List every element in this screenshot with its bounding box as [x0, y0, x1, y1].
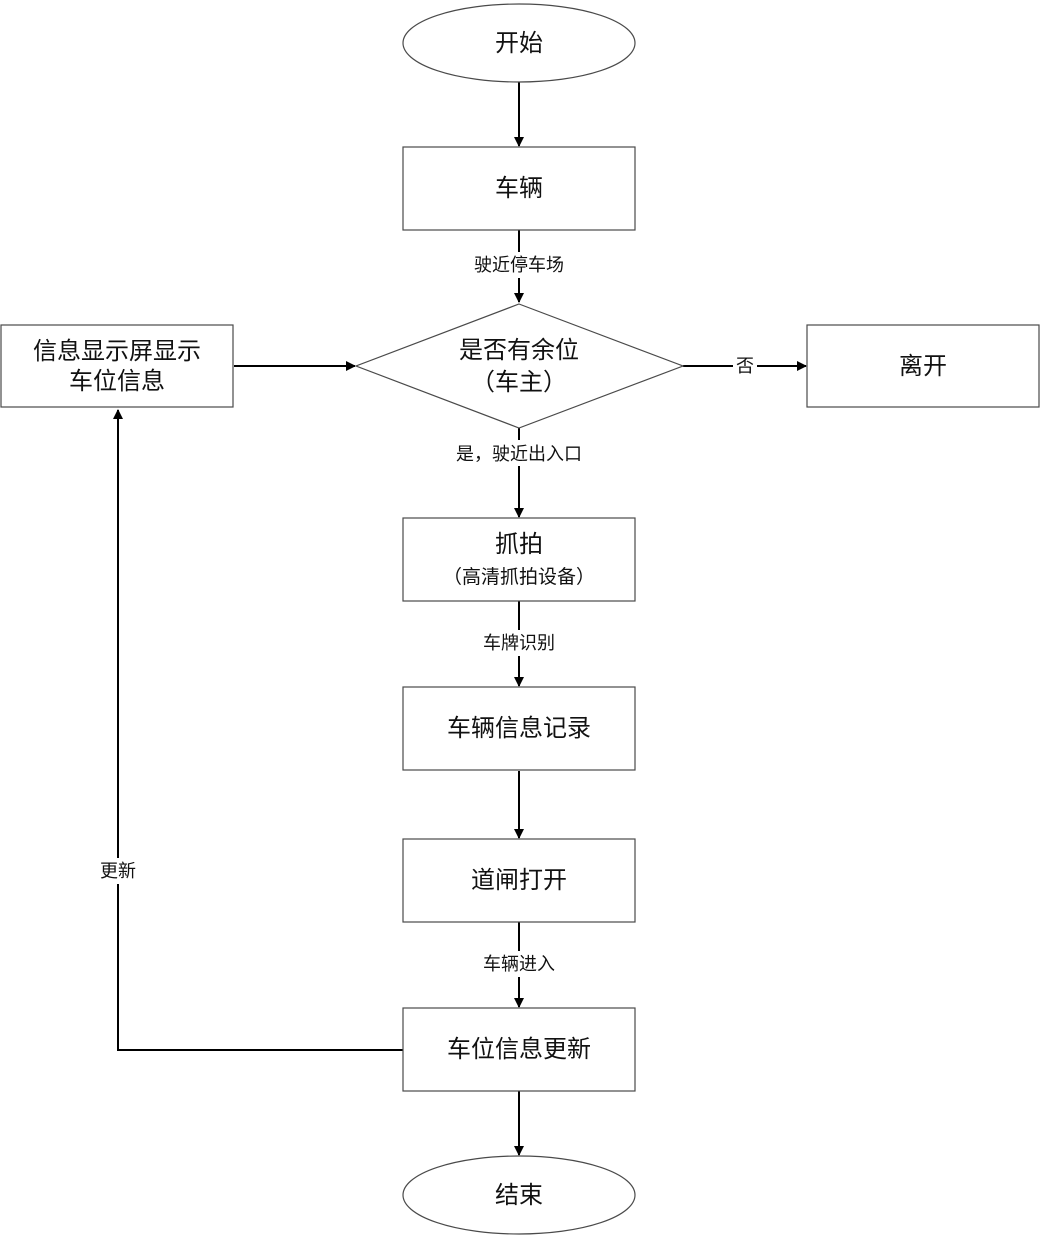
- leave-node: [806, 324, 1040, 408]
- gate-open-node: [402, 838, 636, 923]
- vehicle-node: [402, 146, 636, 231]
- record-node: [402, 686, 636, 771]
- space-check-line1: 是否有余位: [459, 336, 579, 364]
- display-line2: 车位信息: [69, 367, 165, 395]
- start-label: 开始: [495, 29, 543, 57]
- edge-label-approach-lot: 驶近停车场: [474, 255, 564, 276]
- gate-open-label: 道闸打开: [471, 866, 567, 894]
- end-label: 结束: [495, 1181, 543, 1209]
- end-node: [402, 1155, 636, 1235]
- space-check-decision: [354, 303, 685, 429]
- vehicle-label: 车辆: [495, 174, 543, 202]
- edge-label-update: 更新: [100, 861, 136, 882]
- edge-label-no: 否: [736, 356, 754, 377]
- space-update-node: [402, 1007, 636, 1092]
- edge-label-vehicle-enter: 车辆进入: [483, 954, 555, 975]
- capture-line1: 抓拍: [495, 530, 543, 558]
- start-node: [402, 3, 636, 83]
- display-node: [0, 324, 234, 408]
- edge-label-yes-approach: 是，驶近出入口: [456, 444, 582, 465]
- record-label: 车辆信息记录: [447, 714, 591, 742]
- capture-line2: （高清抓拍设备）: [443, 566, 595, 588]
- space-check-line2: （车主）: [471, 368, 567, 396]
- space-update-label: 车位信息更新: [447, 1035, 591, 1063]
- display-line1: 信息显示屏显示: [33, 337, 201, 365]
- capture-node: [402, 517, 636, 602]
- edge-label-plate-recognition: 车牌识别: [483, 633, 555, 654]
- edge-update-to-display: [113, 409, 403, 1051]
- leave-label: 离开: [899, 352, 947, 380]
